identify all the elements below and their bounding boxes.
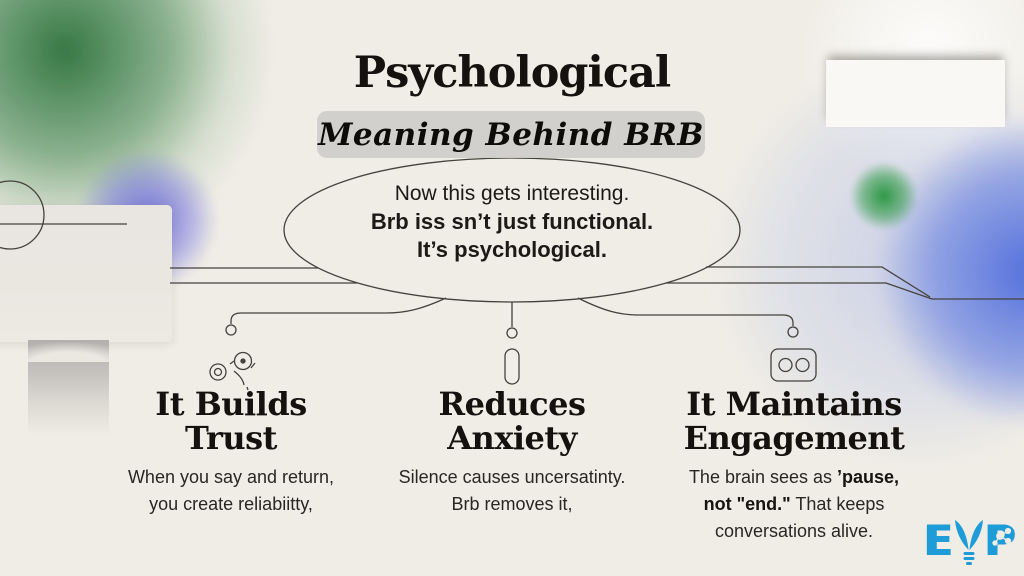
lightbulb-leaf-icon [954,520,983,565]
page-title: Psychological [353,48,671,98]
column-builds-trust: It Builds Trust When you say and return,… [95,387,367,518]
body-line-2: not "end." That keeps [656,491,932,518]
body-text: That keeps [790,494,885,514]
gray-tab-bottom-left [28,340,109,436]
heading-line-2: Engagement [683,419,905,457]
bubble-line-2: Brb iss sn’t just functional. [370,209,654,234]
body-line-2: you create reliabiitty, [149,494,313,514]
connector-left [230,297,447,324]
body-text-bold: ’pause, [837,467,900,487]
connector-right [577,297,794,326]
column-body: The brain sees as ’pause, not "end." Tha… [656,464,932,545]
heading-line-2: Trust [185,419,277,457]
body-line-1: The brain sees as ’pause, [656,464,932,491]
logo-letter-e: E [924,516,953,565]
heading-line-2: Anxiety [447,419,577,457]
column-maintains-engagement: It Maintains Engagement The brain sees a… [656,387,932,545]
bubble-line-1: Now this gets interesting. [394,182,630,205]
white-card-top-right [826,60,1005,127]
heading-line-1: It Builds [155,385,307,423]
connector-right-node [787,326,799,338]
body-text: The brain sees as [688,467,838,487]
heading-line-1: Reduces [438,385,586,423]
connector-left-node [225,324,237,336]
rail-right-bottom [666,282,1024,300]
rail-right-top [706,266,931,298]
decorative-circle-left [0,180,45,250]
heading-line-1: It Maintains [686,385,902,423]
speech-bubble-text: Now this gets interesting. Brb iss sn’t … [312,180,712,264]
column-body: Silence causes uncersatinty. Brb removes… [377,464,647,518]
cassette-icon [770,348,817,382]
doodle-sparkle-icon [209,351,256,391]
body-line-1: Silence causes uncersatinty. [398,467,626,487]
logo-letter-p-wrap: P [985,519,1016,563]
column-heading: It Maintains Engagement [656,387,932,455]
body-line-3: conversations alive. [714,521,874,541]
connector-middle-node [506,327,518,339]
bubble-line-3: It’s psychological. [417,237,607,262]
column-reduces-anxiety: Reduces Anxiety Silence causes uncersati… [377,387,647,518]
evp-logo: E P [924,519,1016,567]
pill-icon [504,348,520,385]
subtitle-highlight: Meaning Behind BRB [317,111,705,158]
molecule-icon [992,527,1011,546]
body-line-1: When you say and return, [127,467,335,487]
gray-card-left [0,205,172,342]
column-heading: It Builds Trust [95,387,367,455]
body-text-bold: not "end." [703,494,791,514]
page-subtitle: Meaning Behind BRB [318,116,704,153]
body-line-2: Brb removes it, [451,494,573,514]
column-body: When you say and return, you create reli… [95,464,367,518]
column-heading: Reduces Anxiety [377,387,647,455]
